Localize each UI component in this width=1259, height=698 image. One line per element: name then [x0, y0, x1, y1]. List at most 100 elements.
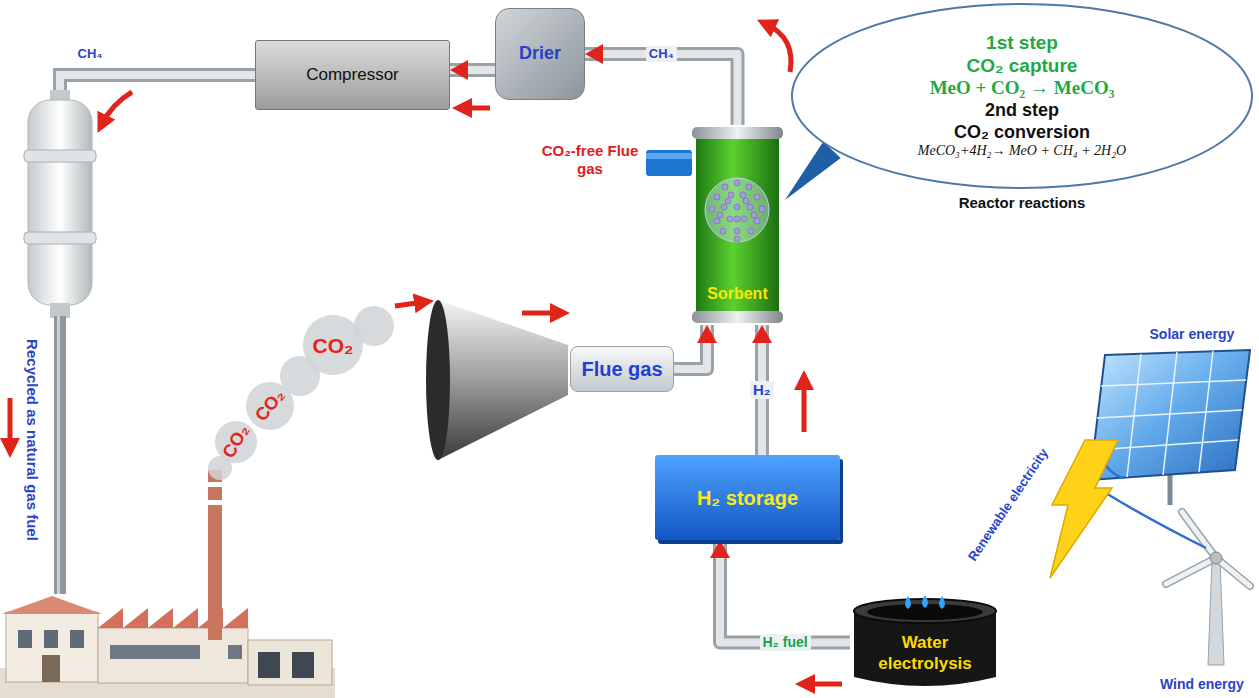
stream-label: CH₄	[78, 46, 103, 62]
pipe-core	[674, 325, 707, 369]
smoke-cloud	[208, 306, 394, 480]
callout-heading: Reactor reactions	[790, 194, 1254, 212]
node-text: Water electrolysis	[854, 633, 996, 674]
reactor-cylinder	[734, 204, 740, 210]
factory-illustration	[44, 630, 58, 648]
node-text: MeCO₃+4H₂→ MeO + CH₄ + 2H₂O	[918, 143, 1126, 160]
reactor-cylinder	[705, 178, 769, 242]
flow-arrow	[395, 302, 424, 306]
power-wire	[1104, 492, 1206, 548]
reactor-cylinder	[692, 127, 783, 139]
smoke-cloud	[303, 315, 363, 375]
reactor-cylinder	[751, 212, 757, 218]
reactor-cylinder	[728, 192, 734, 198]
factory-illustration	[110, 645, 200, 659]
source-label: Solar energy	[1150, 326, 1235, 343]
wind-turbine	[1166, 558, 1216, 584]
reactor-cylinder	[725, 198, 731, 204]
gas-pipe	[585, 44, 738, 125]
reactions-callout: 1st stepCO₂ captureMeO + CO₂ → MeCO₃2nd …	[790, 2, 1254, 190]
solar-panel	[1097, 410, 1242, 418]
recycle-label: Recycled as natural gas fuel	[23, 339, 41, 541]
flue-gas-nozzle	[438, 300, 568, 460]
factory-illustration	[123, 608, 148, 628]
flue-gas-pipe: Flue gas	[570, 346, 674, 392]
reactor-cylinder	[709, 206, 715, 212]
reactor-cylinder	[754, 218, 760, 224]
reactor-cylinder	[741, 216, 747, 222]
flow-arrow	[766, 24, 791, 72]
drier-box: Drier	[495, 8, 585, 100]
recycle-column	[24, 75, 256, 594]
solar-panel	[1101, 380, 1246, 386]
flow-arrow	[522, 311, 560, 316]
emission-label: CO₂	[313, 333, 354, 358]
reactor-cylinder	[747, 204, 753, 210]
recycle-column	[24, 150, 96, 162]
gas-pipe	[710, 540, 850, 643]
sorbent-reactor: Sorbent	[690, 125, 785, 325]
recycle-column	[60, 75, 256, 98]
flow-arrow	[462, 106, 490, 111]
reactor-cylinder	[740, 192, 746, 198]
pipe-label: H₂ fuel	[760, 634, 811, 651]
reactor-cylinder	[734, 236, 740, 242]
clean-gas-outlet	[646, 153, 692, 159]
reactor-cylinder	[714, 218, 720, 224]
reactor-cylinder	[754, 194, 760, 200]
smoke-cloud	[215, 421, 257, 463]
factory-illustration	[223, 608, 248, 628]
factory-illustration	[206, 482, 224, 487]
pipe-label: CH₄	[646, 46, 677, 62]
wind-turbine	[1182, 512, 1216, 558]
gas-pipe	[450, 60, 495, 80]
lightning-bolt	[1050, 440, 1118, 578]
factory-illustration	[98, 628, 248, 683]
compressor-box: Compressor	[255, 40, 450, 110]
electrolysis-tank-shape	[939, 596, 945, 609]
recycle-column	[28, 100, 92, 305]
node-text: Flue gas	[581, 357, 662, 381]
solar-panel	[1090, 350, 1250, 480]
pipe-core	[720, 540, 850, 643]
reactor-cylinder	[696, 135, 779, 315]
factory-illustration	[292, 652, 314, 678]
factory-illustration	[228, 645, 242, 659]
reactor-cylinder	[734, 180, 740, 186]
recycle-column	[57, 316, 60, 594]
power-wire	[1100, 452, 1206, 548]
node-text: Compressor	[306, 65, 399, 85]
wind-turbine	[1166, 558, 1216, 584]
factory-illustration	[98, 608, 123, 628]
electricity-label: Renewable electricity	[965, 446, 1052, 564]
emission-label: CO₂	[250, 385, 289, 426]
pipe-wall	[585, 54, 738, 125]
arrow-head	[710, 540, 730, 558]
reactor-cylinder	[748, 228, 754, 234]
gas-pipe	[674, 325, 717, 369]
h2-storage-box: H₂ storage	[655, 455, 840, 540]
reactor-cylinder	[759, 206, 765, 212]
flue-gas-nozzle	[426, 300, 450, 460]
pipe-label: H₂	[750, 381, 774, 399]
node-text: Drier	[519, 43, 561, 65]
clean-gas-outlet	[646, 150, 692, 176]
node-text: 2nd step	[985, 100, 1059, 122]
node-text: CO₂ conversion	[954, 122, 1090, 144]
lightning-bolt	[1050, 440, 1118, 578]
recycle-column	[24, 232, 96, 244]
reactor-cylinder	[743, 198, 749, 204]
flow-arrow	[805, 682, 842, 687]
factory-illustration	[258, 652, 280, 678]
factory-illustration	[206, 500, 224, 505]
reactor-cylinder	[692, 311, 783, 323]
recycle-column	[50, 303, 70, 318]
flow-arrow	[802, 380, 807, 432]
reactor-cylinder	[734, 228, 740, 234]
smoke-cloud	[354, 306, 394, 346]
node-text: H₂ storage	[697, 486, 798, 510]
solar-panel	[1090, 350, 1250, 505]
reactor-cylinder	[722, 184, 728, 190]
recycle-column	[60, 75, 256, 98]
